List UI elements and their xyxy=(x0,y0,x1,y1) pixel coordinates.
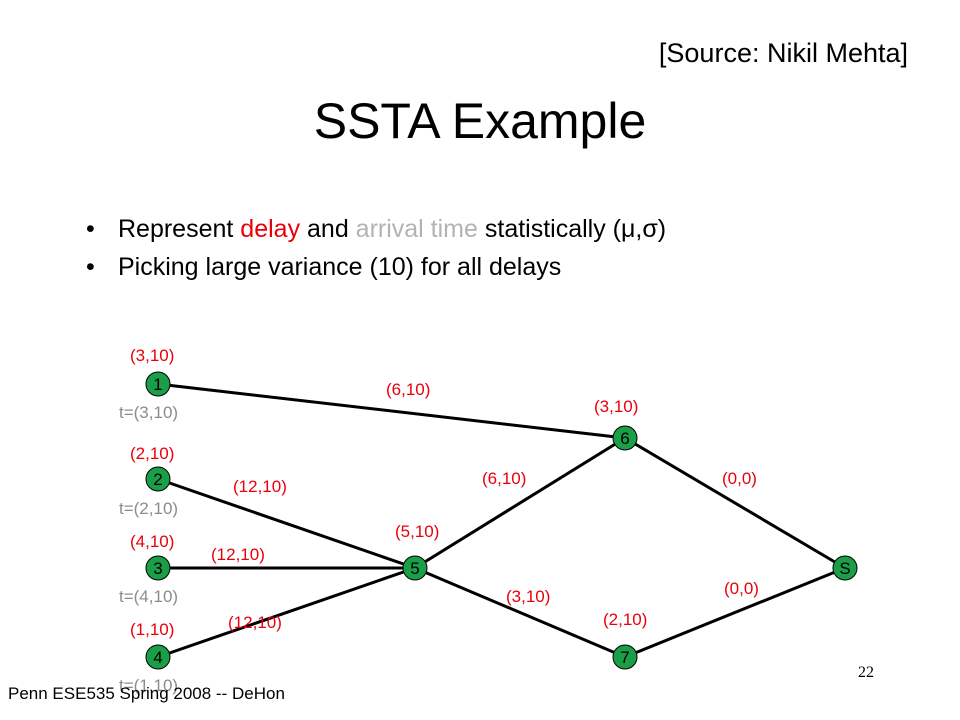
bullet-1-text-a: Represent xyxy=(118,215,241,243)
node-3: 3 xyxy=(145,555,171,581)
edge-7-s-delay: (0,0) xyxy=(724,579,759,598)
node-2-delay: (2,10) xyxy=(130,444,174,463)
page-number: 22 xyxy=(858,664,874,681)
edge-7-s xyxy=(624,566,846,659)
node-s: S xyxy=(832,555,858,581)
bullet-1-text-d: ) xyxy=(657,215,667,243)
edge-5-6-delay: (6,10) xyxy=(482,469,526,488)
node-7-delay: (2,10) xyxy=(603,610,647,629)
edge-4-5-delay: (12,10) xyxy=(228,613,282,632)
edge-5-6 xyxy=(414,436,626,570)
node-5-delay: (5,10) xyxy=(395,522,439,541)
edge-2-5 xyxy=(157,477,416,570)
node-1-label: 1 xyxy=(153,375,162,394)
bullet-1-delay-word: delay xyxy=(240,215,301,243)
node-3-delay: (4,10) xyxy=(130,532,174,551)
node-2-arrival: t=(2,10) xyxy=(119,499,178,518)
node-7-label: 7 xyxy=(620,648,629,667)
node-6-label: 6 xyxy=(620,429,629,448)
slide-title: SSTA Example xyxy=(313,93,647,149)
node-4: 4 xyxy=(145,644,171,670)
node-3-arrival: t=(4,10) xyxy=(119,587,178,606)
node-1: 1 xyxy=(145,371,171,397)
node-6: 6 xyxy=(612,425,638,451)
node-4-arrival: t=(1,10) xyxy=(119,676,178,695)
bullet-item-2: Picking large variance (10) for all dela… xyxy=(86,248,666,286)
node-4-label: 4 xyxy=(153,648,162,667)
edge-1-6 xyxy=(157,382,626,440)
source-citation: [Source: Nikil Mehta] xyxy=(658,38,908,68)
node-3-label: 3 xyxy=(153,559,162,578)
edge-2-5-delay: (12,10) xyxy=(233,477,287,496)
bullet-1-arrival-word: arrival time xyxy=(355,215,478,243)
edge-3-5-delay: (12,10) xyxy=(211,545,265,564)
node-s-label: S xyxy=(839,559,850,578)
edge-4-5 xyxy=(157,566,416,659)
edge-5-7-delay: (3,10) xyxy=(506,587,550,606)
node-5-label: 5 xyxy=(410,559,419,578)
bullet-1-symbols: μ,σ xyxy=(621,215,658,243)
bullet-1-text-b: and xyxy=(300,215,356,243)
node-2: 2 xyxy=(145,466,171,492)
edge-5-7 xyxy=(414,566,626,659)
bullet-list: Represent delay and arrival time statist… xyxy=(86,210,666,286)
node-6-delay: (3,10) xyxy=(594,397,638,416)
node-7: 7 xyxy=(612,644,638,670)
edge-1-6-delay: (6,10) xyxy=(386,380,430,399)
footer-text: Penn ESE535 Spring 2008 -- DeHon xyxy=(8,684,285,703)
edge-6-s-delay: (0,0) xyxy=(722,469,757,488)
bullet-1-text-c: statistically ( xyxy=(477,215,622,243)
bullet-item-1: Represent delay and arrival time statist… xyxy=(86,210,666,248)
node-5: 5 xyxy=(402,555,428,581)
edge-6-s xyxy=(624,436,846,570)
node-4-delay: (1,10) xyxy=(130,620,174,639)
node-2-label: 2 xyxy=(153,470,162,489)
node-1-arrival: t=(3,10) xyxy=(119,403,178,422)
node-1-delay: (3,10) xyxy=(130,346,174,365)
